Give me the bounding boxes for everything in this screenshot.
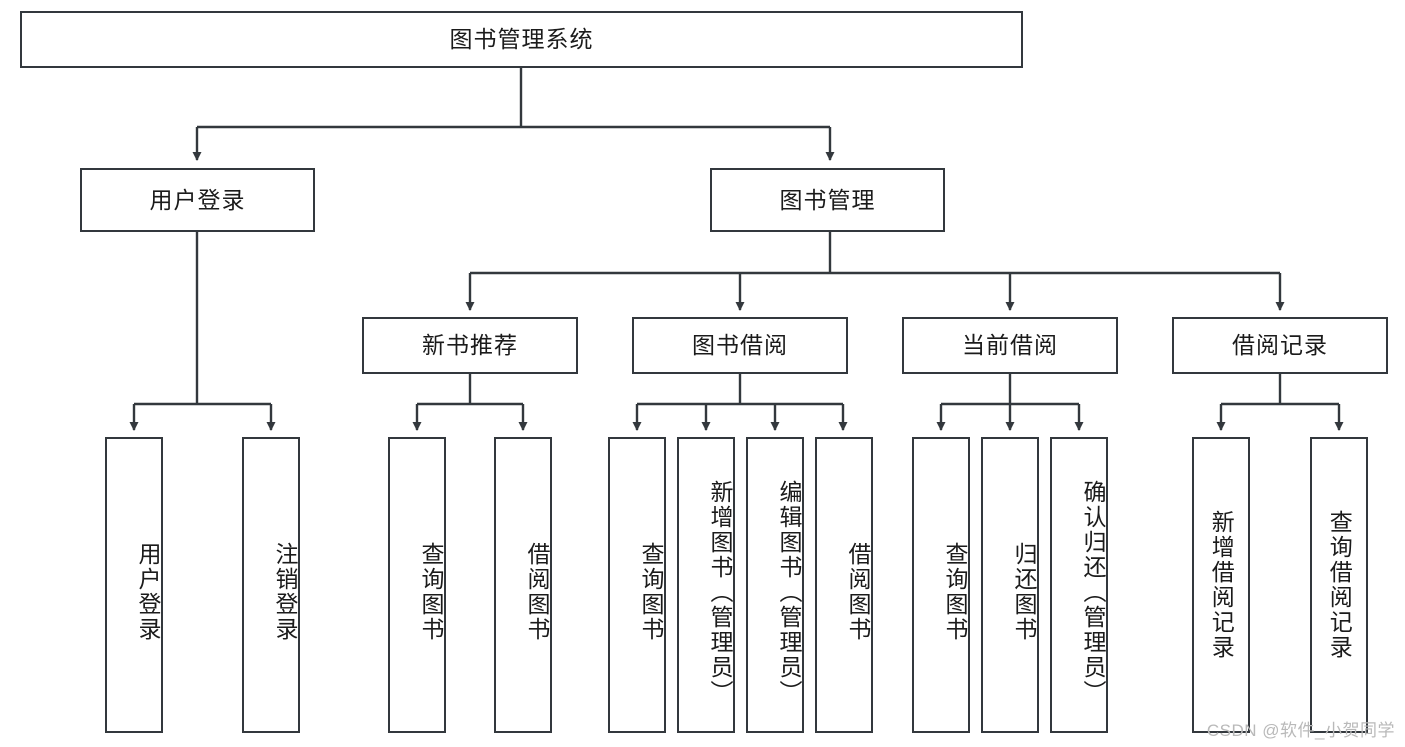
node-current-borrow[interactable]: 当前借阅 [902, 317, 1118, 374]
node-label: 借阅图书 [845, 542, 871, 642]
leaf-current-query-book[interactable]: 查询图书 [912, 437, 970, 733]
node-label: 归还图书 [1011, 542, 1037, 642]
leaf-borrow-edit-book[interactable]: 编辑图书（管理员） [746, 437, 804, 733]
node-label: 查询借阅记录 [1326, 510, 1353, 660]
node-label: 图书借阅 [692, 332, 788, 359]
node-label: 查询图书 [638, 542, 664, 642]
leaf-borrow-borrow-book[interactable]: 借阅图书 [815, 437, 873, 733]
leaf-recommend-query-book[interactable]: 查询图书 [388, 437, 446, 733]
node-label: 用户登录 [135, 542, 161, 642]
node-book-borrow[interactable]: 图书借阅 [632, 317, 848, 374]
node-label: 注销登录 [272, 542, 298, 642]
leaf-current-return-book[interactable]: 归还图书 [981, 437, 1039, 733]
node-label: 新书推荐 [422, 332, 518, 359]
leaf-borrow-add-book[interactable]: 新增图书（管理员） [677, 437, 735, 733]
node-label: 用户登录 [149, 186, 246, 213]
leaf-current-confirm-return[interactable]: 确认归还（管理员） [1050, 437, 1108, 733]
node-label: 当前借阅 [962, 332, 1058, 359]
node-label: 确认归还（管理员） [1080, 479, 1106, 705]
node-label: 借阅记录 [1232, 332, 1328, 359]
node-label: 图书管理系统 [449, 26, 594, 53]
node-root-system[interactable]: 图书管理系统 [20, 11, 1023, 68]
node-label: 编辑图书（管理员） [776, 479, 802, 705]
node-borrow-record[interactable]: 借阅记录 [1172, 317, 1388, 374]
leaf-record-query-record[interactable]: 查询借阅记录 [1310, 437, 1368, 733]
node-label: 新增图书（管理员） [707, 479, 733, 705]
leaf-record-add-record[interactable]: 新增借阅记录 [1192, 437, 1250, 733]
leaf-borrow-query-book[interactable]: 查询图书 [608, 437, 666, 733]
node-label: 查询图书 [418, 542, 444, 642]
node-user-login[interactable]: 用户登录 [80, 168, 315, 232]
node-book-management[interactable]: 图书管理 [710, 168, 945, 232]
node-label: 查询图书 [942, 542, 968, 642]
node-label: 图书管理 [779, 186, 876, 213]
node-label: 新增借阅记录 [1208, 510, 1235, 660]
leaf-user-login-login[interactable]: 用户登录 [105, 437, 163, 733]
node-label: 借阅图书 [524, 542, 550, 642]
leaf-recommend-borrow-book[interactable]: 借阅图书 [494, 437, 552, 733]
leaf-user-login-logout[interactable]: 注销登录 [242, 437, 300, 733]
node-new-book-recommend[interactable]: 新书推荐 [362, 317, 578, 374]
